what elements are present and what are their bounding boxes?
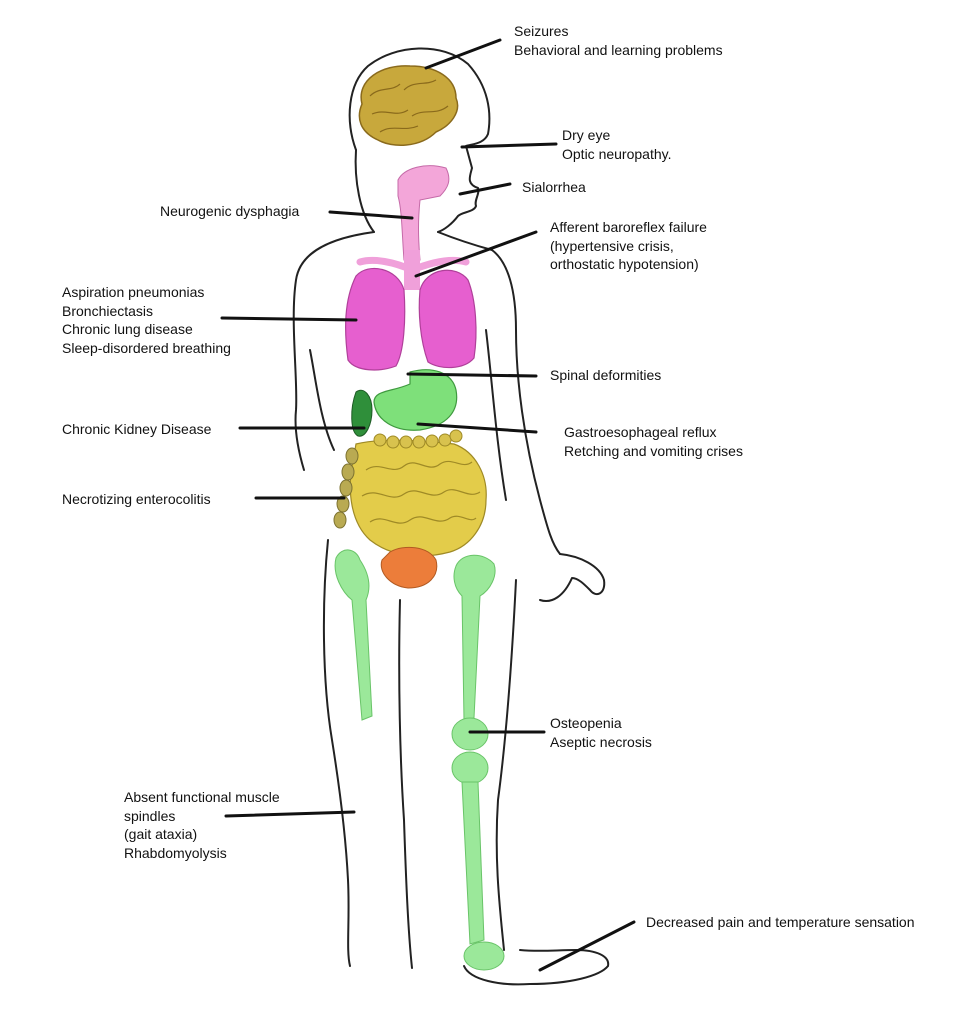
right-hand	[539, 553, 606, 602]
right-leg-outer	[495, 579, 517, 951]
body-outline	[292, 47, 610, 986]
leader-lungs	[220, 316, 358, 322]
right-arm-outer	[491, 249, 561, 555]
left-lung	[345, 267, 406, 371]
right-lung	[418, 269, 477, 369]
label-dysphagia: Neurogenic dysphagia	[160, 203, 300, 219]
ascending-colon	[333, 447, 359, 529]
leader-eye	[460, 142, 558, 149]
head-outline	[348, 47, 491, 233]
leader-baroreflex	[414, 230, 538, 278]
throat	[397, 165, 450, 261]
leader-muscle	[224, 810, 356, 818]
left-pelvis	[334, 549, 373, 721]
label-stomach: Gastroesophageal reflux Retching and vom…	[564, 424, 743, 459]
left-leg-inner	[398, 599, 413, 969]
leader-lines	[220, 38, 636, 972]
label-muscle: Absent functional muscle spindles (gait …	[124, 789, 280, 861]
label-baroreflex: Afferent baroreflex failure (hypertensiv…	[550, 219, 707, 272]
neck-left	[354, 149, 375, 233]
shoulder-right	[437, 231, 493, 251]
torso-left-inner	[309, 349, 335, 451]
label-mouth: Sialorrhea	[522, 179, 586, 195]
bones	[334, 549, 505, 971]
leader-stomach	[416, 422, 538, 434]
transverse-colon	[373, 429, 463, 449]
label-bone: Osteopenia Aseptic necrosis	[550, 715, 652, 750]
bronchi	[356, 256, 470, 274]
right-knee-upper	[451, 717, 489, 751]
leader-mouth	[458, 182, 512, 196]
bladder	[380, 546, 438, 589]
kidney	[351, 389, 373, 437]
right-arm-inner	[485, 329, 507, 501]
leader-spine	[406, 372, 538, 378]
right-shin	[461, 781, 485, 945]
leader-foot	[538, 920, 636, 972]
label-kidney: Chronic Kidney Disease	[62, 421, 212, 437]
left-leg-outer	[322, 539, 351, 967]
right-pelvis	[453, 554, 496, 721]
right-foot	[463, 949, 610, 986]
brain	[358, 65, 459, 146]
label-brain: Seizures Behavioral and learning problem…	[514, 23, 723, 58]
label-colon: Necrotizing enterocolitis	[62, 491, 211, 507]
leader-dysphagia	[328, 210, 414, 220]
label-lungs: Aspiration pneumonias Bronchiectasis Chr…	[62, 284, 231, 356]
leader-brain	[424, 38, 502, 70]
right-knee-lower	[451, 751, 489, 785]
intestines	[349, 439, 487, 557]
intestine-folds	[361, 460, 481, 524]
label-eye: Dry eye Optic neuropathy.	[562, 127, 672, 162]
right-ankle	[463, 941, 505, 971]
label-foot: Decreased pain and temperature sensation	[646, 914, 915, 930]
label-spine: Spinal deformities	[550, 367, 662, 383]
torso-left	[292, 231, 375, 471]
stomach	[373, 369, 458, 431]
